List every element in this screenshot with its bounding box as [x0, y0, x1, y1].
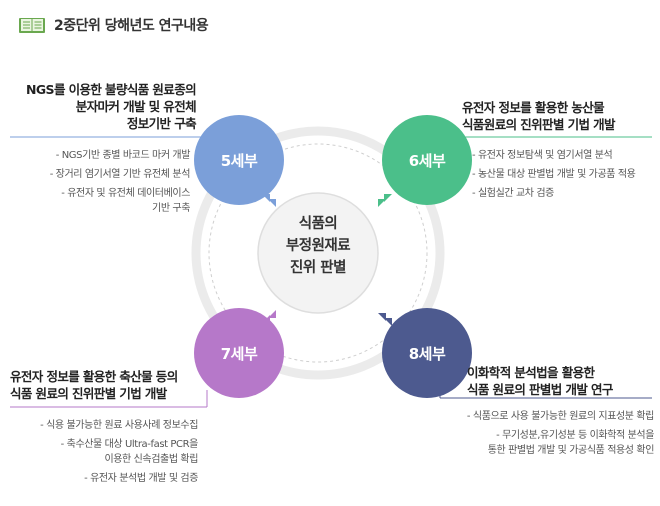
unit-label-5: 5세부 [220, 151, 258, 170]
unit-8-heading: 이화학적 분석법을 활용한 식품 원료의 판별법 개발 연구 [467, 364, 657, 398]
unit-label-7: 7세부 [220, 344, 258, 363]
heading-line: 유전자 정보를 활용한 농산물 [462, 100, 605, 115]
arrow-7-icon [262, 310, 276, 323]
heading-line: 유전자 정보를 활용한 축산물 등의 [10, 369, 178, 384]
heading-line: 분자마커 개발 및 유전체 [75, 99, 197, 114]
list-item: - 장거리 염기서열 기반 유전체 분석 [49, 169, 191, 180]
heading-line: 이화학적 분석법을 활용한 [467, 365, 595, 380]
unit-circle-7 [194, 308, 284, 398]
unit-5-heading: NGS를 이용한 불량식품 원료종의 분자마커 개발 및 유전체 정보기반 구축 [0, 81, 197, 132]
unit-5-items: - NGS기반 종별 바코드 마커 개발 - 장거리 염기서열 기반 유전체 분… [0, 148, 191, 220]
page-header: 2중단위 당해년도 연구내용 [18, 14, 209, 36]
unit-8-items: - 식품으로 사용 불가능한 원료의 지표성분 확립 - 무기성분,유기성분 등… [434, 409, 654, 462]
unit-6-items: - 유전자 정보탐색 및 염기서열 분석 - 농산물 대상 판별법 개발 및 가… [472, 148, 660, 205]
list-item: - 농산물 대상 판별법 개발 및 가공품 적용 [472, 169, 636, 180]
list-item: - NGS기반 종별 바코드 마커 개발 [55, 150, 191, 161]
center-circle [257, 192, 379, 314]
dashed-ring [208, 143, 428, 363]
heading-line: 식품원료의 진위판별 기법 개발 [462, 117, 616, 132]
center-line: 식품의 [298, 216, 338, 232]
unit-label-8: 8세부 [408, 344, 446, 363]
arrow-6-icon [378, 194, 392, 207]
heading-line: 정보기반 구축 [126, 116, 197, 131]
heading-line: 식품 원료의 판별법 개발 연구 [467, 382, 613, 397]
arrow-8-icon [378, 313, 392, 326]
list-item: - 유전자 정보탐색 및 염기서열 분석 [472, 150, 613, 161]
list-item: - 식품으로 사용 불가능한 원료의 지표성분 확립 [466, 411, 654, 422]
heading-line: NGS를 이용한 불량식품 원료종의 [26, 82, 197, 97]
list-item: - 식용 불가능한 원료 사용사례 정보수집 [40, 420, 198, 431]
unit-6-heading: 유전자 정보를 활용한 농산물 식품원료의 진위판별 기법 개발 [462, 99, 658, 133]
outer-ring [191, 126, 445, 380]
book-icon [19, 18, 45, 33]
center-line: 부정원재료 [285, 238, 351, 254]
unit-circle-5 [194, 115, 284, 205]
unit-label-6: 6세부 [408, 151, 446, 170]
unit-circle-8 [382, 308, 472, 398]
unit-circle-6 [382, 115, 472, 205]
heading-line: 식품 원료의 진위판별 기법 개발 [10, 386, 167, 401]
arrow-5-icon [262, 194, 276, 207]
unit-7-items: - 식용 불가능한 원료 사용사례 정보수집 - 축수산물 대상 Ultra-f… [6, 418, 198, 490]
center-line: 진위 판별 [290, 260, 346, 276]
list-item: - 실험실간 교차 검증 [472, 188, 554, 199]
list-item: - 유전자 분석법 개발 및 검증 [84, 473, 198, 484]
page-title: 2중단위 당해년도 연구내용 [54, 18, 209, 34]
unit-7-heading: 유전자 정보를 활용한 축산물 등의 식품 원료의 진위판별 기법 개발 [10, 368, 210, 402]
center-title: 식품의 부정원재료 진위 판별 [258, 213, 378, 293]
